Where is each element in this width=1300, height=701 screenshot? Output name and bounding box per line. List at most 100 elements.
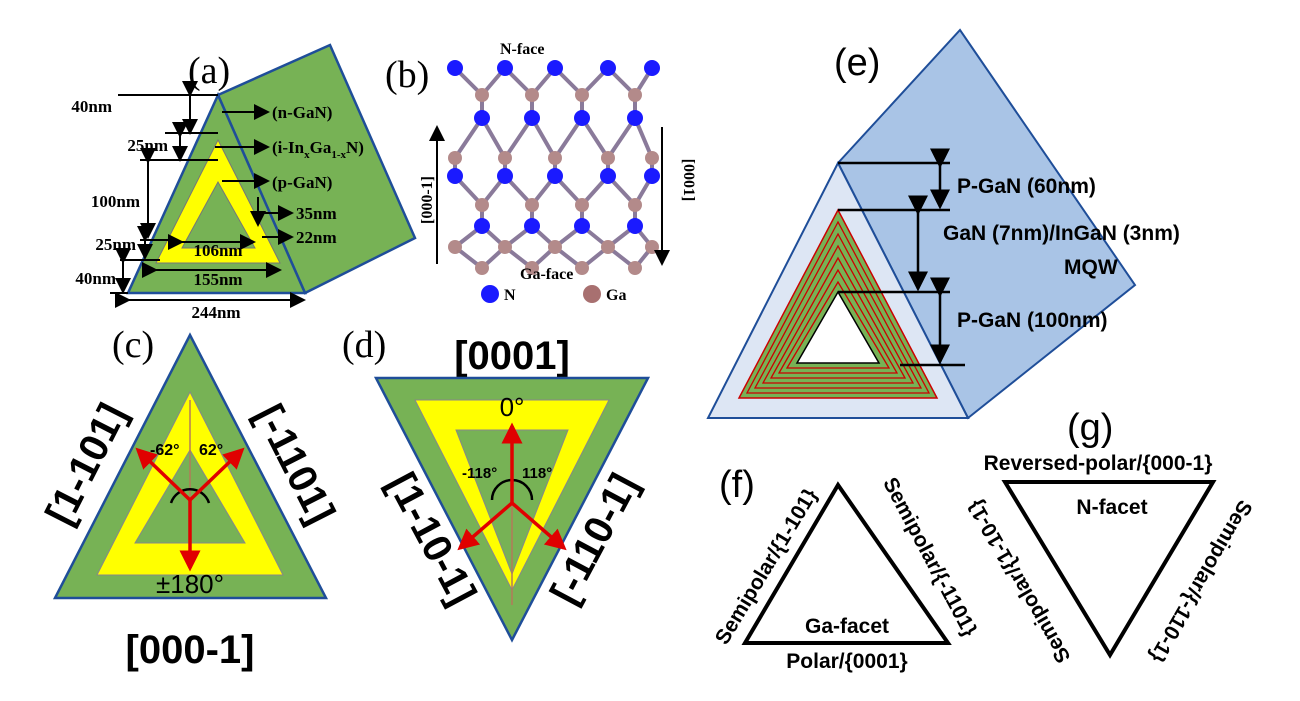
dim-40nm-top: 40nm — [71, 97, 112, 116]
nitrogen-atom — [474, 110, 490, 126]
panel-a: (a) — [71, 43, 417, 322]
nitrogen-atom — [497, 60, 513, 76]
panel-f-label: (f) — [719, 464, 755, 506]
gallium-atom — [525, 261, 539, 275]
nitrogen-atom — [627, 110, 643, 126]
dimension-lines — [110, 81, 306, 308]
dim-35nm: 35nm — [296, 204, 337, 223]
dir-000-1: [000-1] — [126, 628, 255, 672]
angle-0: 0° — [500, 392, 525, 422]
gallium-atom — [548, 151, 562, 165]
gallium-atom — [475, 198, 489, 212]
dir-0001-label: [0001] — [680, 159, 697, 202]
panel-a-text: (n-GaN) (i-InxGa1-xN) (p-GaN) 40nm 25nm … — [71, 97, 364, 322]
dim-106nm: 106nm — [193, 241, 242, 260]
gallium-atom — [601, 240, 615, 254]
n-face-label: N-face — [500, 41, 544, 58]
dir-000-1-label: [000-1] — [419, 176, 436, 224]
dim-25nm-bottom: 25nm — [95, 235, 136, 254]
nitrogen-atom — [524, 218, 540, 234]
gallium-atom — [498, 151, 512, 165]
legend-n-label: N — [504, 287, 516, 304]
facet-triangle — [741, 481, 952, 645]
nitrogen-atom — [547, 60, 563, 76]
lattice-bond — [553, 116, 584, 160]
gallium-atom — [628, 261, 642, 275]
lattice-bond — [453, 116, 484, 160]
n-gan-label: (n-GaN) — [272, 103, 332, 122]
nitrogen-atom — [574, 218, 590, 234]
nitrogen-atom — [644, 60, 660, 76]
angle-118: 118° — [522, 465, 552, 482]
dim-25nm-top: 25nm — [127, 136, 168, 155]
gallium-atom — [575, 88, 589, 102]
mqw-wells — [745, 220, 931, 394]
legend-ga-marker — [583, 285, 601, 303]
mqw-label: MQW — [1064, 256, 1118, 279]
n-facet-label: N-facet — [1076, 496, 1147, 519]
angle-neg62: -62° — [150, 442, 180, 459]
nitrogen-atom — [574, 110, 590, 126]
gallium-atom — [448, 240, 462, 254]
ga-facet-label: Ga-facet — [805, 615, 889, 638]
gallium-atom — [575, 261, 589, 275]
gallium-atom — [628, 88, 642, 102]
dimension-lines — [838, 148, 965, 367]
crystal-lattice — [447, 60, 660, 275]
angle-62: 62° — [199, 442, 223, 459]
dim-244nm: 244nm — [191, 303, 240, 322]
lattice-bond — [606, 116, 637, 160]
p-gan-label: (p-GaN) — [272, 173, 332, 192]
panel-a-label: (a) — [188, 50, 230, 92]
panel-e-label: (e) — [834, 42, 880, 84]
facet-triangle — [1001, 480, 1217, 659]
nitrogen-atom — [644, 168, 660, 184]
panel-g: (g) Reversed-polar/{000-1} N-facet Semip… — [963, 407, 1256, 667]
lattice-bond — [503, 116, 534, 160]
nitrogen-atom — [600, 60, 616, 76]
dim-100nm: 100nm — [91, 192, 140, 211]
gallium-atom — [525, 198, 539, 212]
gallium-atom — [645, 151, 659, 165]
panel-g-label: (g) — [1067, 407, 1113, 449]
gallium-atom — [525, 88, 539, 102]
dir-0001: [0001] — [454, 334, 570, 378]
nitrogen-atom — [524, 110, 540, 126]
ingan-label: (i-InxGa1-xN) — [272, 138, 364, 161]
nitrogen-atom — [547, 168, 563, 184]
nitrogen-atom — [474, 218, 490, 234]
gallium-atom — [498, 240, 512, 254]
panel-d: (d) [0001] 0° -118° 118° [1-10-1] [-110-… — [342, 324, 651, 643]
panel-c-label: (c) — [112, 324, 154, 366]
core-void — [795, 290, 881, 364]
direction-arrows — [135, 447, 245, 572]
p-gan-60-label: P-GaN (60nm) — [957, 175, 1096, 198]
legend-ga-label: Ga — [606, 287, 626, 304]
polar-label: Polar/{0001} — [786, 650, 907, 673]
p-gan-100-label: P-GaN (100nm) — [957, 309, 1108, 332]
legend-n-marker — [481, 285, 499, 303]
angle-arc — [169, 488, 211, 504]
nitrogen-atom — [627, 218, 643, 234]
gallium-atom — [475, 261, 489, 275]
dim-22nm: 22nm — [296, 228, 337, 247]
nitrogen-atom — [497, 168, 513, 184]
gallium-atom — [548, 240, 562, 254]
nitrogen-atom — [600, 168, 616, 184]
gallium-atom — [575, 198, 589, 212]
gallium-atom — [628, 198, 642, 212]
panel-e: (e) P-GaN (60nm) GaN (7nm)/InGaN (3nm) M… — [706, 28, 1180, 420]
panel-b-label: (b) — [385, 54, 429, 96]
gallium-atom — [645, 240, 659, 254]
reversed-polar-label: Reversed-polar/{000-1} — [984, 452, 1213, 475]
panel-d-label: (d) — [342, 324, 386, 366]
angle-neg118: -118° — [462, 465, 497, 482]
gallium-atom — [475, 88, 489, 102]
gallium-atom — [448, 151, 462, 165]
ga-face-label: Ga-face — [520, 266, 573, 283]
gallium-atom — [601, 151, 615, 165]
panel-b: (b) N-face [000-1] [0001] Ga-face N Ga — [385, 41, 697, 304]
panel-f: (f) Ga-facet Polar/{0001} Semipolar/{1-1… — [711, 464, 981, 673]
dim-40nm-bottom: 40nm — [75, 269, 116, 288]
